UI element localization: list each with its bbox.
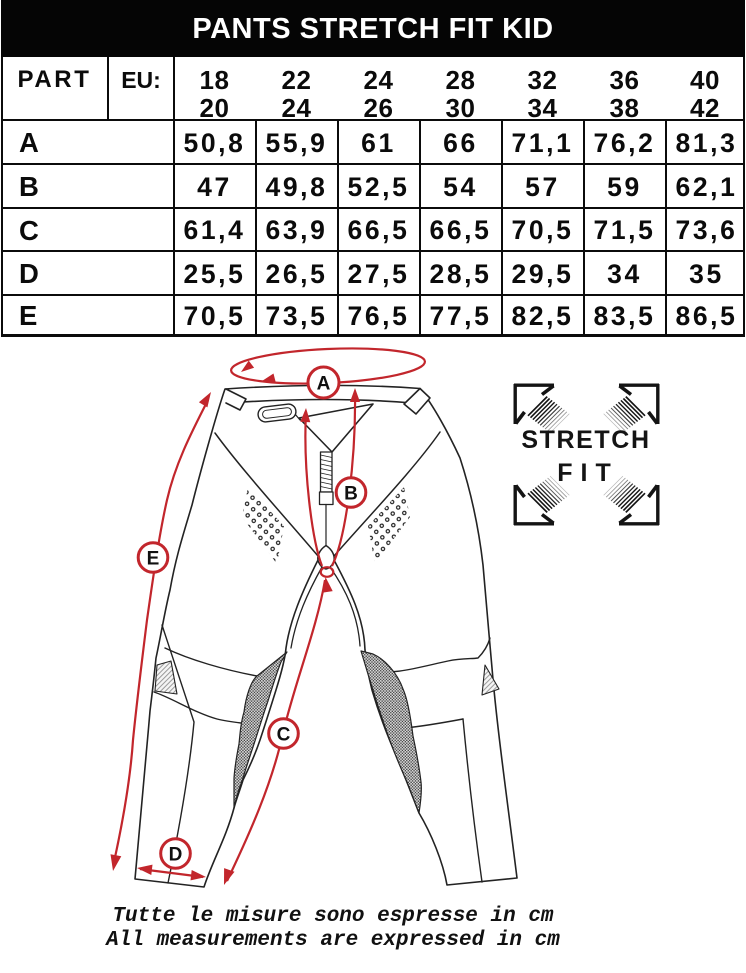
svg-text:STRETCH: STRETCH xyxy=(521,426,650,454)
svg-text:A: A xyxy=(317,374,331,395)
svg-text:E: E xyxy=(147,549,160,570)
svg-text:B: B xyxy=(344,484,358,505)
svg-text:C: C xyxy=(277,725,291,746)
svg-text:D: D xyxy=(169,845,183,866)
svg-text:FIT: FIT xyxy=(557,459,619,487)
